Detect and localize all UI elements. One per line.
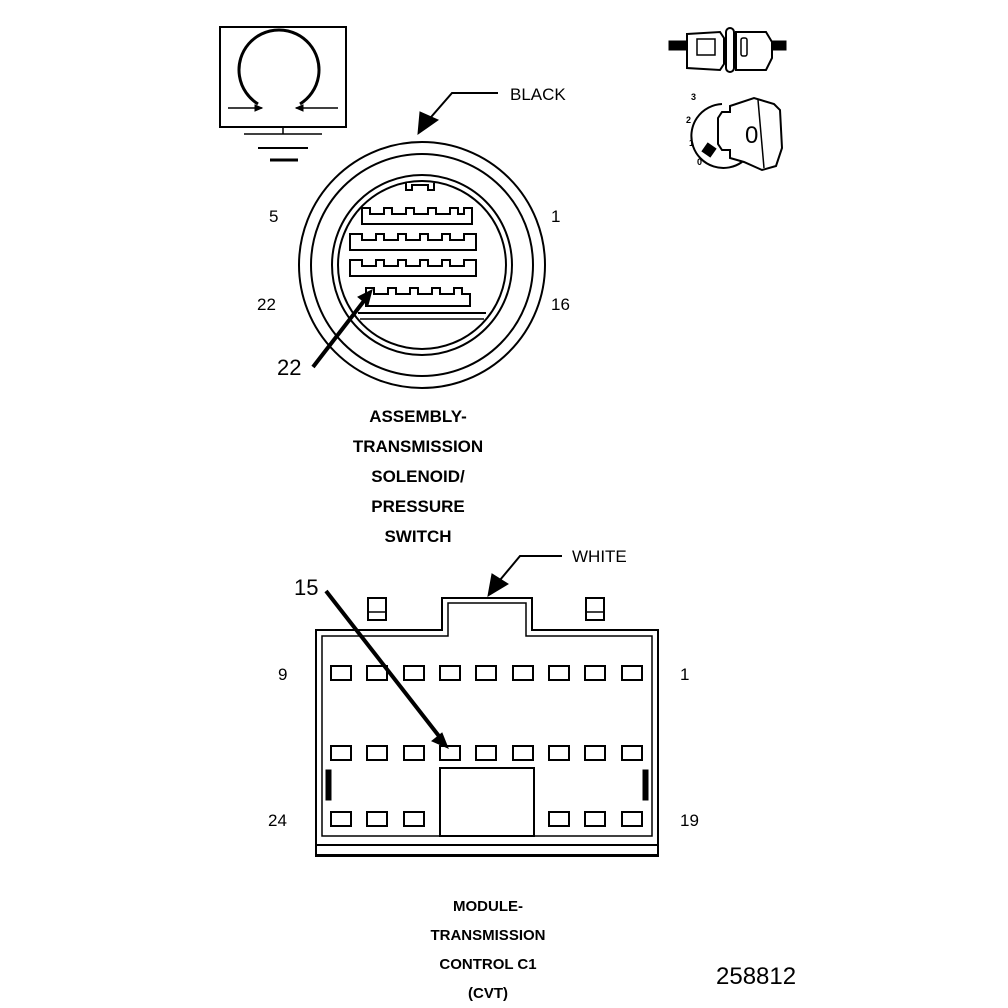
caption-line: TRANSMISSION [352,437,484,456]
pin-row-4 [365,287,471,307]
callout-15-arrow [324,589,449,749]
pin-label-5: 5 [269,207,279,226]
caption-line: ASSEMBLY- [369,407,467,426]
pin-label-24: 24 [268,811,287,830]
connector-face-symbol [219,26,347,162]
black-color-label: BLACK [510,85,566,104]
callout-15-label: 15 [294,575,319,600]
pin-row-3 [349,259,477,277]
pin-row-middle [330,745,643,761]
black-label-leader [417,92,498,136]
ignition-position-3: 3 [691,92,697,102]
caption-line: SWITCH [384,527,452,546]
solenoid-connector-drawing [298,141,546,389]
ignition-position-2: 2 [686,115,692,125]
caption-line: SOLENOID/ [371,467,465,486]
caption-line: MODULE- [453,898,523,915]
pin-label-19: 19 [680,811,699,830]
solenoid-connector-caption: ASSEMBLY- TRANSMISSION SOLENOID/ PRESSUR… [318,402,518,552]
pin-row-2 [349,233,477,251]
figure-id: 258812 [716,963,797,990]
pin-label-1: 1 [551,207,561,226]
pin-label-22: 22 [257,295,276,314]
caption-line: TRANSMISSION [430,927,546,944]
pin-row-1 [361,207,473,225]
callout-22-label: 22 [277,355,302,380]
connector-plug-icon [668,27,787,73]
caption-line: (CVT) [468,985,508,1002]
tcm-connector-caption: MODULE- TRANSMISSION CONTROL C1 (CVT) [388,892,588,1008]
ignition-key-icon [690,96,784,172]
caption-line: PRESSURE [371,497,465,516]
ignition-position-1: 1 [689,138,695,148]
ignition-key-label: 0 [745,122,759,149]
pin-label-9: 9 [278,665,288,684]
caption-line: CONTROL C1 [439,956,537,973]
ignition-position-0: 0 [697,157,703,167]
pin-label-1: 1 [680,665,690,684]
tcm-connector-drawing [315,597,659,857]
white-label-leader [487,555,562,597]
white-color-label: WHITE [572,547,627,566]
callout-22-arrow [311,289,373,369]
pin-row-bottom [330,811,643,827]
pin-label-16: 16 [551,295,570,314]
pin-row-top [330,665,643,681]
